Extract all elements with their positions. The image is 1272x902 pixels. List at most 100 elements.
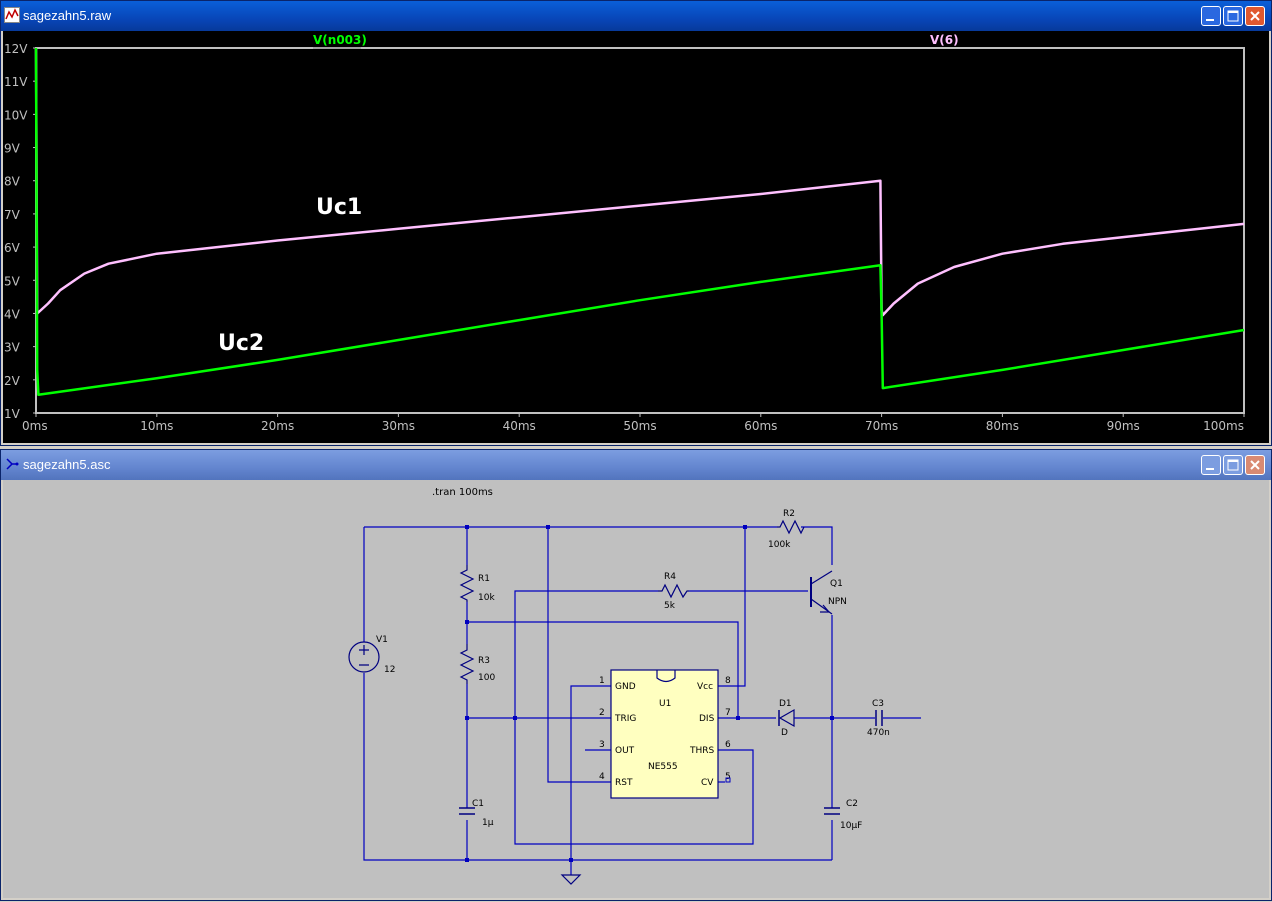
voltage-source-v1[interactable]	[348, 641, 380, 673]
close-icon	[1250, 460, 1260, 470]
traces	[34, 47, 1245, 397]
pin-number-6: 6	[725, 740, 731, 750]
resistor-r2[interactable]	[777, 519, 805, 535]
transistor-q1[interactable]	[810, 570, 833, 615]
ic-u1[interactable]	[610, 669, 719, 799]
r4-value: 5k	[664, 601, 676, 611]
u1-value: NE555	[648, 762, 678, 772]
pin-number-1: 1	[599, 676, 605, 686]
maximize-icon	[1227, 10, 1239, 22]
x-tick-label: 40ms	[503, 419, 536, 433]
y-tick-label: 6V	[4, 241, 21, 255]
schematic-canvas[interactable]: .tran 100ms	[3, 480, 1269, 898]
pin-label-rst: RST	[615, 778, 633, 788]
pin-number-3: 3	[599, 740, 605, 750]
c1-value: 1µ	[482, 818, 494, 828]
x-tick-label: 20ms	[261, 419, 294, 433]
pin-number-7: 7	[725, 708, 731, 718]
schematic-window-titlebar[interactable]: sagezahn5.asc	[1, 450, 1271, 480]
pin-number-2: 2	[599, 708, 605, 718]
x-axis-ticks: 0ms 10ms 20ms 30ms 40ms 50ms 60ms 70ms 80ms 90ms 1…	[22, 413, 1245, 433]
x-tick-label: 0ms	[22, 419, 48, 433]
minimize-icon	[1206, 19, 1214, 21]
c1-name: C1	[472, 799, 484, 809]
v1-name: V1	[376, 635, 388, 645]
q1-name: Q1	[830, 579, 843, 589]
annotation-uc2: Uc2	[218, 331, 264, 356]
cv-open-pin-marker	[725, 777, 731, 783]
minimize-icon	[1206, 468, 1214, 470]
y-tick-label: 8V	[4, 175, 21, 189]
trace-vn003[interactable]	[34, 47, 1245, 397]
c3-name: C3	[872, 699, 884, 709]
spice-directive[interactable]: .tran 100ms	[432, 487, 493, 498]
schematic-drawing[interactable]: .tran 100ms	[3, 480, 1269, 898]
r3-name: R3	[478, 656, 490, 666]
q1-value: NPN	[828, 597, 847, 607]
pin-number-8: 8	[725, 676, 731, 686]
capacitor-c1[interactable]	[459, 807, 475, 815]
r2-value: 100k	[768, 540, 791, 550]
x-tick-label: 60ms	[744, 419, 777, 433]
schematic-window-title: sagezahn5.asc	[23, 457, 111, 472]
c3-value: 470n	[867, 728, 890, 738]
pin-label-cv: CV	[701, 778, 714, 788]
pin-label-thrs: THRS	[689, 746, 715, 756]
diode-d1[interactable]	[778, 708, 795, 728]
pin-label-vcc: Vcc	[697, 682, 713, 692]
x-tick-label: 100ms	[1203, 419, 1244, 433]
minimize-button[interactable]	[1201, 455, 1221, 475]
wires	[363, 526, 921, 875]
trace-label-vn003[interactable]: V(n003)	[313, 33, 367, 47]
pin-number-5: 5	[725, 772, 731, 782]
r2-name: R2	[783, 509, 795, 519]
pin-label-dis: DIS	[699, 714, 715, 724]
close-button[interactable]	[1245, 455, 1265, 475]
minimize-button[interactable]	[1201, 6, 1221, 26]
x-tick-label: 10ms	[140, 419, 173, 433]
pin-number-4: 4	[599, 772, 605, 782]
maximize-button[interactable]	[1223, 455, 1243, 475]
maximize-button[interactable]	[1223, 6, 1243, 26]
u1-name: U1	[659, 699, 671, 709]
resistor-r1[interactable]	[459, 565, 475, 602]
r1-value: 10k	[478, 593, 495, 603]
v1-value: 12	[384, 665, 395, 675]
x-tick-label: 70ms	[865, 419, 898, 433]
schematic-window: sagezahn5.asc .tran 100ms	[0, 449, 1272, 901]
x-tick-label: 50ms	[623, 419, 656, 433]
plot-window-titlebar[interactable]: sagezahn5.raw	[1, 1, 1271, 31]
y-tick-label: 12V	[4, 42, 28, 56]
c2-value: 10µF	[840, 821, 862, 831]
y-tick-label: 10V	[4, 108, 28, 122]
trace-v6[interactable]	[34, 47, 1245, 317]
ground-symbol[interactable]	[560, 874, 582, 885]
waveform-app-icon	[4, 7, 20, 23]
plot-frame	[35, 47, 1245, 414]
y-tick-label: 4V	[4, 307, 21, 321]
close-button[interactable]	[1245, 6, 1265, 26]
resistor-r4[interactable]	[658, 583, 689, 599]
d1-name: D1	[779, 699, 792, 709]
y-tick-label: 1V	[4, 407, 21, 421]
capacitor-c2[interactable]	[824, 807, 840, 815]
junction-dots	[465, 525, 834, 862]
r3-value: 100	[478, 673, 495, 683]
y-tick-label: 11V	[4, 75, 28, 89]
y-tick-label: 5V	[4, 274, 21, 288]
pin-label-gnd: GND	[615, 682, 636, 692]
r4-name: R4	[664, 572, 676, 582]
resistor-r3[interactable]	[459, 644, 475, 684]
x-tick-label: 30ms	[382, 419, 415, 433]
y-tick-label: 2V	[4, 374, 21, 388]
pin-label-out: OUT	[615, 746, 635, 756]
capacitor-c3[interactable]	[875, 710, 883, 726]
trace-label-v6[interactable]: V(6)	[930, 33, 959, 47]
y-tick-label: 9V	[4, 142, 21, 156]
x-tick-label: 90ms	[1107, 419, 1140, 433]
x-tick-label: 80ms	[986, 419, 1019, 433]
